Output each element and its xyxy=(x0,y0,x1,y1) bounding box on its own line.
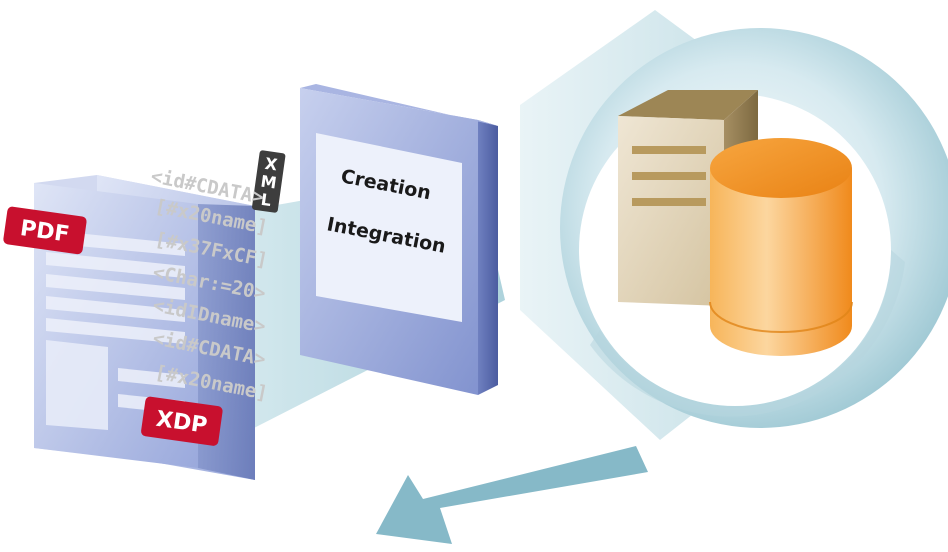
xml-tag-letter-m: M xyxy=(259,171,277,192)
server-top xyxy=(618,90,758,120)
panel-label-card xyxy=(316,133,462,322)
server-front xyxy=(618,116,724,306)
xml-tag-letter-x: X xyxy=(264,154,280,175)
panel-side xyxy=(478,120,498,395)
server-slot xyxy=(632,172,706,180)
database-top xyxy=(710,138,852,198)
document-image-block xyxy=(46,340,108,430)
xml-tag-letter-l: L xyxy=(260,190,273,210)
output-arrow xyxy=(376,446,648,544)
database-icon xyxy=(709,138,853,356)
xml-tag: X M L xyxy=(252,150,286,213)
server-slot xyxy=(632,198,706,206)
panel-top xyxy=(300,84,498,126)
database-body xyxy=(710,168,852,356)
xdp-badge: XDP xyxy=(141,396,223,446)
pdf-badge: PDF xyxy=(3,206,87,255)
server-slot xyxy=(632,146,706,154)
processing-panel: Creation Integration xyxy=(300,84,498,395)
